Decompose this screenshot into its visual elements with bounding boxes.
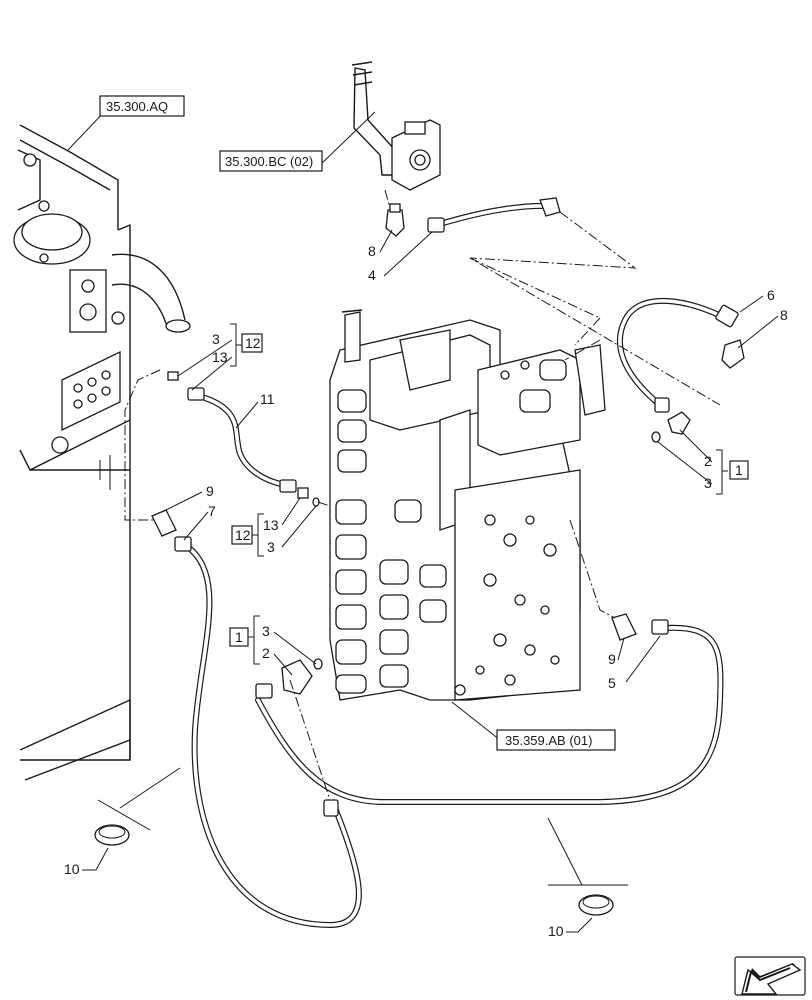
hydraulic-tank (13, 124, 191, 781)
callout-9-right[interactable]: 9 (608, 651, 616, 667)
callouts: 8 4 6 8 3 13 12 11 9 7 13 3 12 2 3 1 1 3… (64, 243, 788, 939)
reference-text-a: 35.300.AQ (106, 99, 168, 114)
callout-3-mid[interactable]: 3 (267, 539, 275, 555)
leader-lines (67, 109, 779, 933)
reference-label-c[interactable]: 35.359.AB (01) (496, 729, 616, 751)
callout-10-bottom[interactable]: 10 (548, 923, 564, 939)
callout-9-left[interactable]: 9 (206, 483, 214, 499)
callout-1-right[interactable]: 1 (735, 462, 743, 478)
suction-fitting (351, 61, 441, 191)
callout-12-topleft[interactable]: 12 (245, 335, 261, 351)
callout-12-mid[interactable]: 12 (235, 527, 251, 543)
callout-4[interactable]: 4 (368, 267, 376, 283)
callout-7[interactable]: 7 (208, 503, 216, 519)
callout-8-right[interactable]: 8 (780, 307, 788, 323)
valve-ports (454, 360, 560, 696)
callout-11[interactable]: 11 (260, 391, 275, 407)
callout-5[interactable]: 5 (608, 675, 616, 691)
callout-1-left[interactable]: 1 (235, 629, 243, 645)
arrow-down-left-icon[interactable] (734, 956, 806, 996)
fittings (94, 197, 745, 916)
center-lines (124, 189, 721, 801)
reference-label-b[interactable]: 35.300.BC (02) (219, 150, 323, 172)
valve-spools (335, 359, 567, 694)
callout-6[interactable]: 6 (767, 287, 775, 303)
reference-text-c: 35.359.AB (01) (505, 733, 592, 748)
callout-3-topleft[interactable]: 3 (212, 331, 220, 347)
reference-text-b: 35.300.BC (02) (225, 154, 313, 169)
callout-3-lower[interactable]: 3 (262, 623, 270, 639)
reference-label-a[interactable]: 35.300.AQ (99, 95, 185, 117)
hoses (182, 202, 728, 929)
callout-2-right[interactable]: 2 (704, 453, 712, 469)
callout-13-mid[interactable]: 13 (263, 517, 279, 533)
control-valve (329, 309, 606, 701)
callout-8-top[interactable]: 8 (368, 243, 376, 259)
callout-3-right[interactable]: 3 (704, 475, 712, 491)
callout-13-topleft[interactable]: 13 (212, 349, 228, 365)
callout-10-left[interactable]: 10 (64, 861, 80, 877)
callout-2-lower[interactable]: 2 (262, 645, 270, 661)
